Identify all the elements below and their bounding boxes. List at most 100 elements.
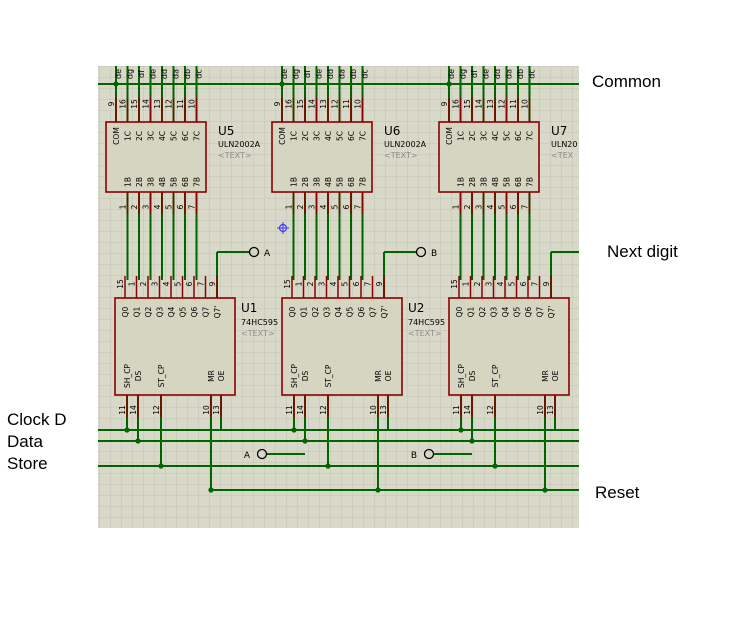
pin-label: Q0 xyxy=(288,306,297,317)
chip-part: ULN2002A xyxy=(384,140,427,149)
segment-wire-label: db xyxy=(516,69,525,79)
junction-dot xyxy=(469,438,475,444)
pin-number: 4 xyxy=(486,204,495,209)
pin-number: 9 xyxy=(542,281,551,286)
pin-label: Q6 xyxy=(190,306,199,317)
pin-label: Q5 xyxy=(513,306,522,317)
pin-number: 7 xyxy=(354,204,363,209)
pin-number: 7 xyxy=(531,281,540,286)
junction-dot xyxy=(208,487,214,493)
pin-number: 5 xyxy=(331,204,340,209)
pin-label: ST_CP xyxy=(491,364,500,387)
pin-label: 5C xyxy=(170,131,179,141)
pin-label: 3B xyxy=(480,177,489,187)
label-store: Store xyxy=(7,454,48,473)
pin-number: 6 xyxy=(352,281,361,286)
pin-label: Q7 xyxy=(536,306,545,317)
pin-label: COM xyxy=(112,127,121,145)
pin-label: Q4 xyxy=(167,306,176,317)
pin-number: 6 xyxy=(519,281,528,286)
pin-label: Q7' xyxy=(213,306,222,319)
chip-ref: U2 xyxy=(408,301,424,315)
segment-wire-label: de xyxy=(315,69,324,79)
pin-label: Q7' xyxy=(547,306,556,319)
pin-number: 3 xyxy=(142,204,151,209)
label-data: Data xyxy=(7,432,43,451)
pin-label: COM xyxy=(445,127,454,145)
pin-number: 5 xyxy=(498,204,507,209)
pin-number: 6 xyxy=(509,204,518,209)
terminal-label: A xyxy=(264,249,271,259)
chip-part: ULN20 xyxy=(551,140,577,149)
pin-label: 7B xyxy=(193,177,202,187)
pin-label: ST_CP xyxy=(157,364,166,387)
chip-text: <TEXT> xyxy=(241,329,275,338)
pin-label: 1C xyxy=(457,131,466,141)
pin-number: 1 xyxy=(119,204,128,209)
chip-text: <TEXT> xyxy=(408,329,442,338)
pin-number: 15 xyxy=(130,99,139,109)
pin-number: 3 xyxy=(485,281,494,286)
pin-number: 9 xyxy=(208,281,217,286)
chip-part: 74HC595 xyxy=(408,318,445,327)
pin-label: Q2 xyxy=(311,306,320,317)
pin-number: 3 xyxy=(308,204,317,209)
uln2002a-chip xyxy=(271,121,373,193)
pin-label: 7B xyxy=(526,177,535,187)
pin-number: 4 xyxy=(496,281,505,286)
segment-wire-label: db xyxy=(183,69,192,79)
terminal-b xyxy=(415,246,427,258)
junction-dot xyxy=(124,427,130,433)
pin-label: OE xyxy=(384,370,393,381)
segment-wire-label: de xyxy=(482,69,491,79)
pin-label: 2B xyxy=(468,177,477,187)
label-clock: Clock D xyxy=(7,410,67,429)
chip-ref: U7 xyxy=(551,124,567,138)
pin-number: 1 xyxy=(295,281,304,286)
pin-number: 16 xyxy=(119,99,128,109)
label-reset: Reset xyxy=(595,483,640,502)
pin-label: Q6 xyxy=(357,306,366,317)
pin-label: SH_CP xyxy=(123,364,132,388)
pin-number: 6 xyxy=(342,204,351,209)
segment-wire-label: dg xyxy=(126,69,135,79)
pin-label: 5C xyxy=(503,131,512,141)
pin-number: 3 xyxy=(151,281,160,286)
pin-number: 7 xyxy=(521,204,530,209)
pin-label: 7C xyxy=(193,131,202,141)
pin-label: SH_CP xyxy=(290,364,299,388)
pin-label: 6B xyxy=(181,177,190,187)
pin-label: 6B xyxy=(347,177,356,187)
pin-label: 7C xyxy=(359,131,368,141)
pin-number: 11 xyxy=(452,405,461,415)
segment-wire-label: dd xyxy=(160,69,169,79)
pin-number: 9 xyxy=(107,101,116,106)
pin-number: 7 xyxy=(197,281,206,286)
junction-dot xyxy=(135,438,141,444)
pin-number: 12 xyxy=(331,99,340,109)
pin-number: 6 xyxy=(185,281,194,286)
pin-label: Q4 xyxy=(334,306,343,317)
junction-dot xyxy=(492,463,498,469)
pin-label: Q4 xyxy=(501,306,510,317)
segment-wire-label: de xyxy=(447,69,456,79)
pin-label: DS xyxy=(301,370,310,381)
pin-number: 13 xyxy=(379,405,388,415)
pin-label: Q5 xyxy=(346,306,355,317)
pin-number: 1 xyxy=(452,204,461,209)
pin-number: 2 xyxy=(463,204,472,209)
segment-wire-label: df xyxy=(303,70,312,78)
pin-number: 11 xyxy=(342,99,351,109)
segment-wire-label: dc xyxy=(195,69,204,78)
pin-number: 1 xyxy=(285,204,294,209)
pin-label: MR xyxy=(374,370,383,382)
pin-label: 1B xyxy=(457,177,466,187)
pin-label: SH_CP xyxy=(457,364,466,388)
pin-number: 14 xyxy=(475,99,484,109)
74hc595-chip xyxy=(448,297,570,396)
pin-label: 3C xyxy=(480,131,489,141)
74hc595-chip xyxy=(114,297,236,396)
segment-wire-label: de xyxy=(114,69,123,79)
pin-label: 1C xyxy=(124,131,133,141)
terminal-label: A xyxy=(244,451,251,461)
